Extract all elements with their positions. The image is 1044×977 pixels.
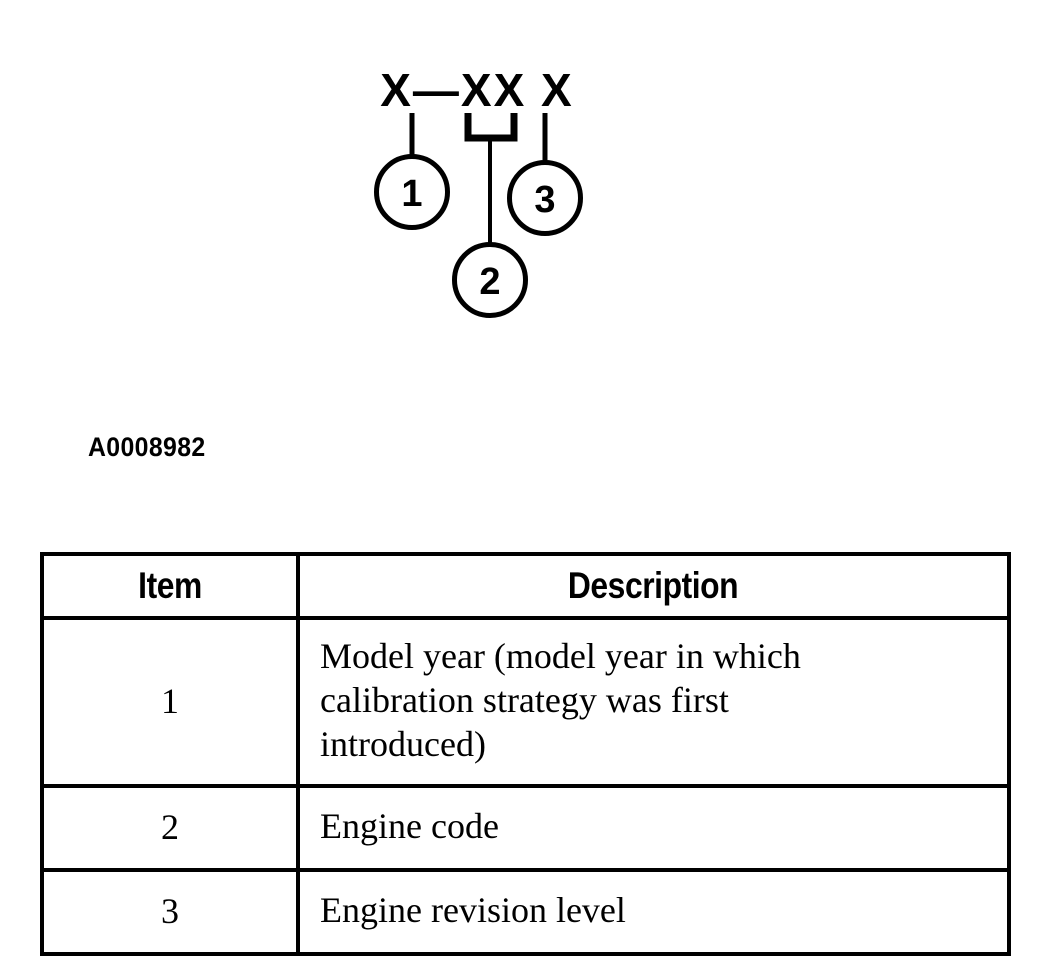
column-header-description: Description xyxy=(296,552,1011,620)
callout-diagram-svg: X—XX X 1 3 2 xyxy=(374,64,583,318)
figure-id-code: A0008982 xyxy=(88,432,206,462)
cell-item-number: 3 xyxy=(40,868,300,956)
cell-item-description: Engine code xyxy=(296,784,1011,872)
table-header-row: Item Description xyxy=(40,552,1011,620)
cell-item-number: 1 xyxy=(40,616,300,788)
callout-number-3: 3 xyxy=(534,179,555,221)
callout-number-2: 2 xyxy=(479,261,500,303)
description-line: Model year (model year in which xyxy=(320,636,801,677)
callout-bubble-2: 2 xyxy=(452,242,528,318)
cell-item-description: Model year (model year in which calibrat… xyxy=(296,616,1011,788)
callout-number-1: 1 xyxy=(401,173,422,215)
column-header-item: Item xyxy=(40,552,300,620)
description-line: Engine revision level xyxy=(320,890,626,931)
table-row: 1 Model year (model year in which calibr… xyxy=(40,616,1011,788)
table-row: 3 Engine revision level xyxy=(40,868,1011,956)
bracket-middle-characters xyxy=(464,113,518,142)
cell-item-number: 2 xyxy=(40,784,300,872)
table-row: 2 Engine code xyxy=(40,784,1011,872)
description-line: introduced) xyxy=(320,723,486,764)
column-header-item-label: Item xyxy=(138,565,202,606)
item-description-table: Item Description 1 Model year (model yea… xyxy=(40,552,1011,956)
column-header-description-label: Description xyxy=(568,565,739,606)
code-pattern-label: X—XX X xyxy=(380,64,574,116)
callout-bubble-1: 1 xyxy=(374,154,450,230)
description-line: Engine code xyxy=(320,806,499,847)
cell-item-description: Engine revision level xyxy=(296,868,1011,956)
callout-figure: X—XX X 1 3 2 xyxy=(374,64,583,318)
description-line: calibration strategy was first xyxy=(320,680,729,721)
callout-bubble-3: 3 xyxy=(507,160,583,236)
